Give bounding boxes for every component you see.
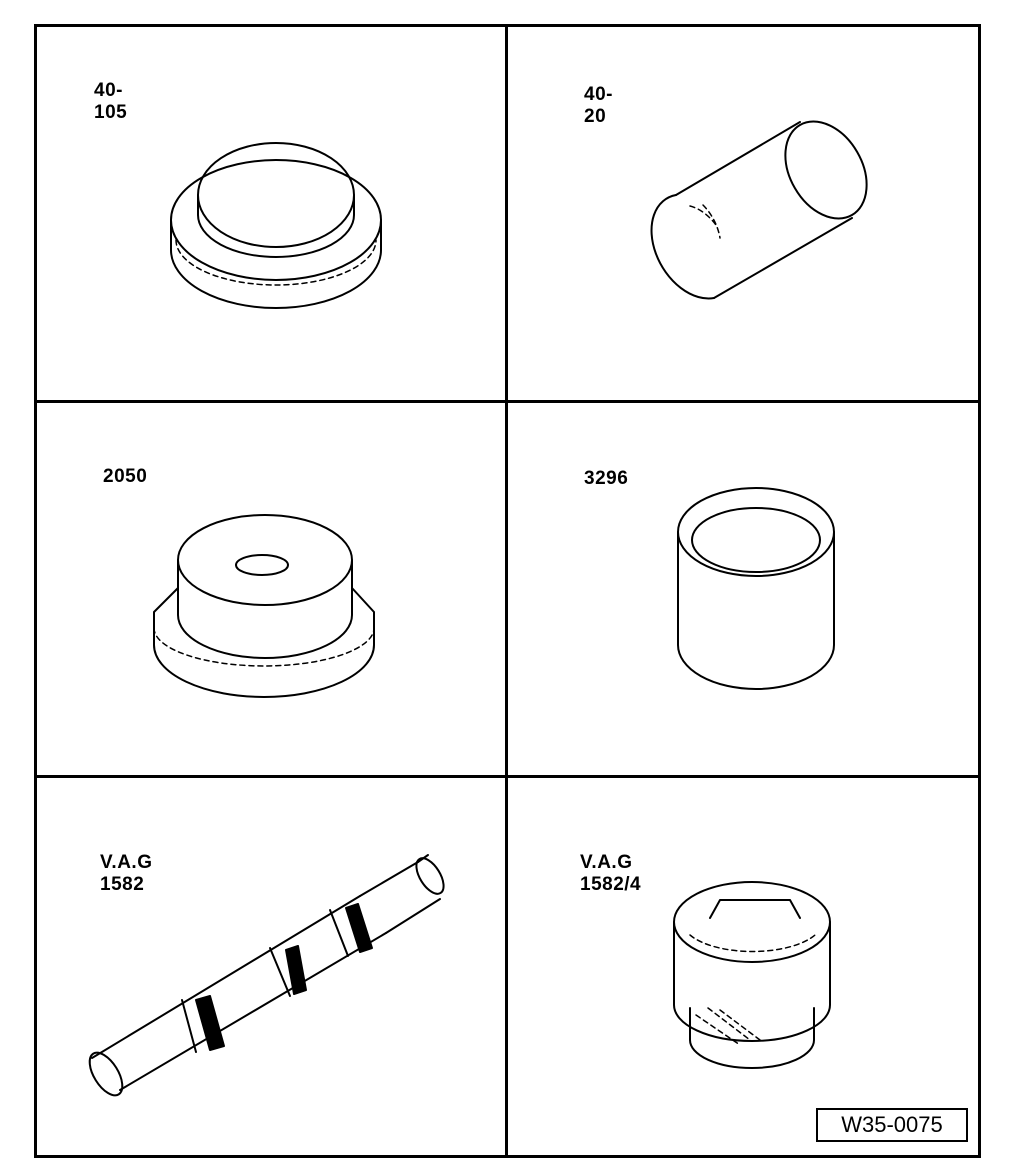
tool-label: V.A.G 1582 [100,852,153,895]
tool-label: 2050 [103,466,148,487]
row-divider-1 [34,400,981,403]
tool-label: 3296 [584,468,629,489]
column-divider [505,24,508,1158]
figure-reference-number: W35-0075 [816,1108,968,1142]
tool-label: 40-20 [584,84,613,127]
row-divider-2 [34,775,981,778]
tool-label: V.A.G 1582/4 [580,852,642,895]
tool-label: 40-105 [94,80,128,123]
